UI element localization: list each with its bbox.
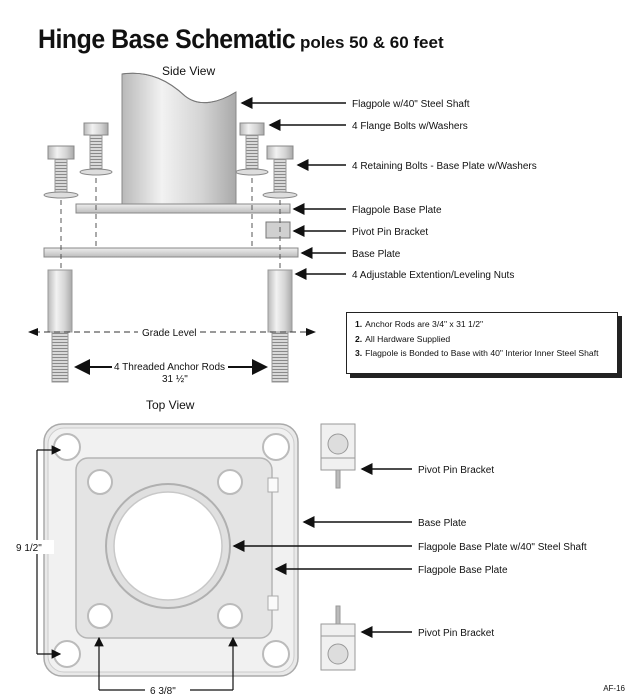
top-view-heading: Top View bbox=[146, 398, 195, 412]
callout-pivot-pin-bracket-upper: Pivot Pin Bracket bbox=[418, 465, 494, 476]
notes-box: 1.Anchor Rods are 3/4" x 31 1/2" 2.All H… bbox=[346, 312, 618, 374]
anchor-rod-left bbox=[47, 269, 73, 383]
flange-hole-tr bbox=[217, 469, 243, 495]
flange-bolt-left bbox=[79, 122, 113, 176]
dimension-height-label: 9 1/2" bbox=[16, 543, 42, 554]
alignment-lines bbox=[60, 178, 281, 272]
pivot-pin-bracket-side bbox=[265, 221, 291, 239]
diagram-title: Hinge Base Schematic poles 50 & 60 feet bbox=[38, 24, 444, 55]
callout-flagpole-base-plate-shaft: Flagpole Base Plate w/40" Steel Shaft bbox=[418, 542, 587, 553]
dimension-height: 9 1/2" bbox=[14, 445, 62, 659]
flange-bolt-right bbox=[235, 122, 269, 176]
note-item: 1.Anchor Rods are 3/4" x 31 1/2" bbox=[355, 319, 484, 329]
title-main: Hinge Base Schematic bbox=[38, 24, 296, 54]
steel-shaft-opening bbox=[113, 491, 223, 601]
retaining-bolt-right bbox=[262, 145, 298, 199]
title-sub: poles 50 & 60 feet bbox=[300, 33, 444, 52]
grade-level-label: Grade Level bbox=[142, 328, 196, 339]
top-view-callouts: Pivot Pin Bracket Base Plate Flagpole Ba… bbox=[232, 463, 587, 639]
page-code: AF-16 bbox=[603, 684, 625, 693]
dimension-width: 6 3/8" bbox=[94, 636, 238, 697]
anchor-hole-tr bbox=[262, 433, 290, 461]
callout-base-plate: Base Plate bbox=[352, 249, 401, 260]
anchor-rod-right bbox=[267, 269, 293, 383]
dimension-width-label: 6 3/8" bbox=[150, 686, 176, 697]
anchor-hole-tl bbox=[53, 433, 81, 461]
note-item: 2.All Hardware Supplied bbox=[355, 333, 451, 344]
flange-hole-bl bbox=[87, 603, 113, 629]
flagpole-base-plate-top bbox=[75, 457, 279, 639]
anchor-hole-br bbox=[262, 640, 290, 668]
callout-pivot-pin-bracket-lower: Pivot Pin Bracket bbox=[418, 628, 494, 639]
note-item: 3.Flagpole is Bonded to Base with 40" In… bbox=[355, 348, 599, 358]
callout-leveling-nuts: 4 Adjustable Extention/Leveling Nuts bbox=[352, 270, 514, 281]
anchor-rods-length: 31 ½" bbox=[162, 374, 188, 385]
anchor-rods-dimension: 4 Threaded Anchor Rods 31 ½" bbox=[74, 359, 268, 385]
base-plate-side bbox=[43, 247, 299, 258]
anchor-rods-label: 4 Threaded Anchor Rods bbox=[114, 362, 225, 373]
callout-flagpole-base-plate: Flagpole Base Plate bbox=[352, 205, 442, 216]
callout-flagpole-shaft: Flagpole w/40" Steel Shaft bbox=[352, 99, 470, 110]
side-view-heading: Side View bbox=[162, 64, 215, 78]
side-view-callouts: Flagpole w/40" Steel Shaft 4 Flange Bolt… bbox=[240, 97, 537, 281]
callout-pivot-pin-bracket: Pivot Pin Bracket bbox=[352, 227, 428, 238]
grade-level-line: Grade Level bbox=[28, 328, 316, 339]
retaining-bolt-left bbox=[43, 145, 79, 199]
pivot-pin-bracket-top-upper bbox=[320, 423, 356, 489]
pivot-pin-bracket-top-lower bbox=[320, 605, 356, 671]
flange-hole-br bbox=[217, 603, 243, 629]
flagpole-base-plate-side bbox=[75, 203, 291, 214]
callout-flagpole-base-plate-top: Flagpole Base Plate bbox=[418, 565, 508, 576]
callout-flange-bolts: 4 Flange Bolts w/Washers bbox=[352, 121, 468, 132]
flange-hole-tl bbox=[87, 469, 113, 495]
callout-base-plate-top: Base Plate bbox=[418, 518, 467, 529]
callout-retaining-bolts: 4 Retaining Bolts - Base Plate w/Washers bbox=[352, 161, 537, 172]
flagpole-shaft bbox=[121, 72, 237, 205]
